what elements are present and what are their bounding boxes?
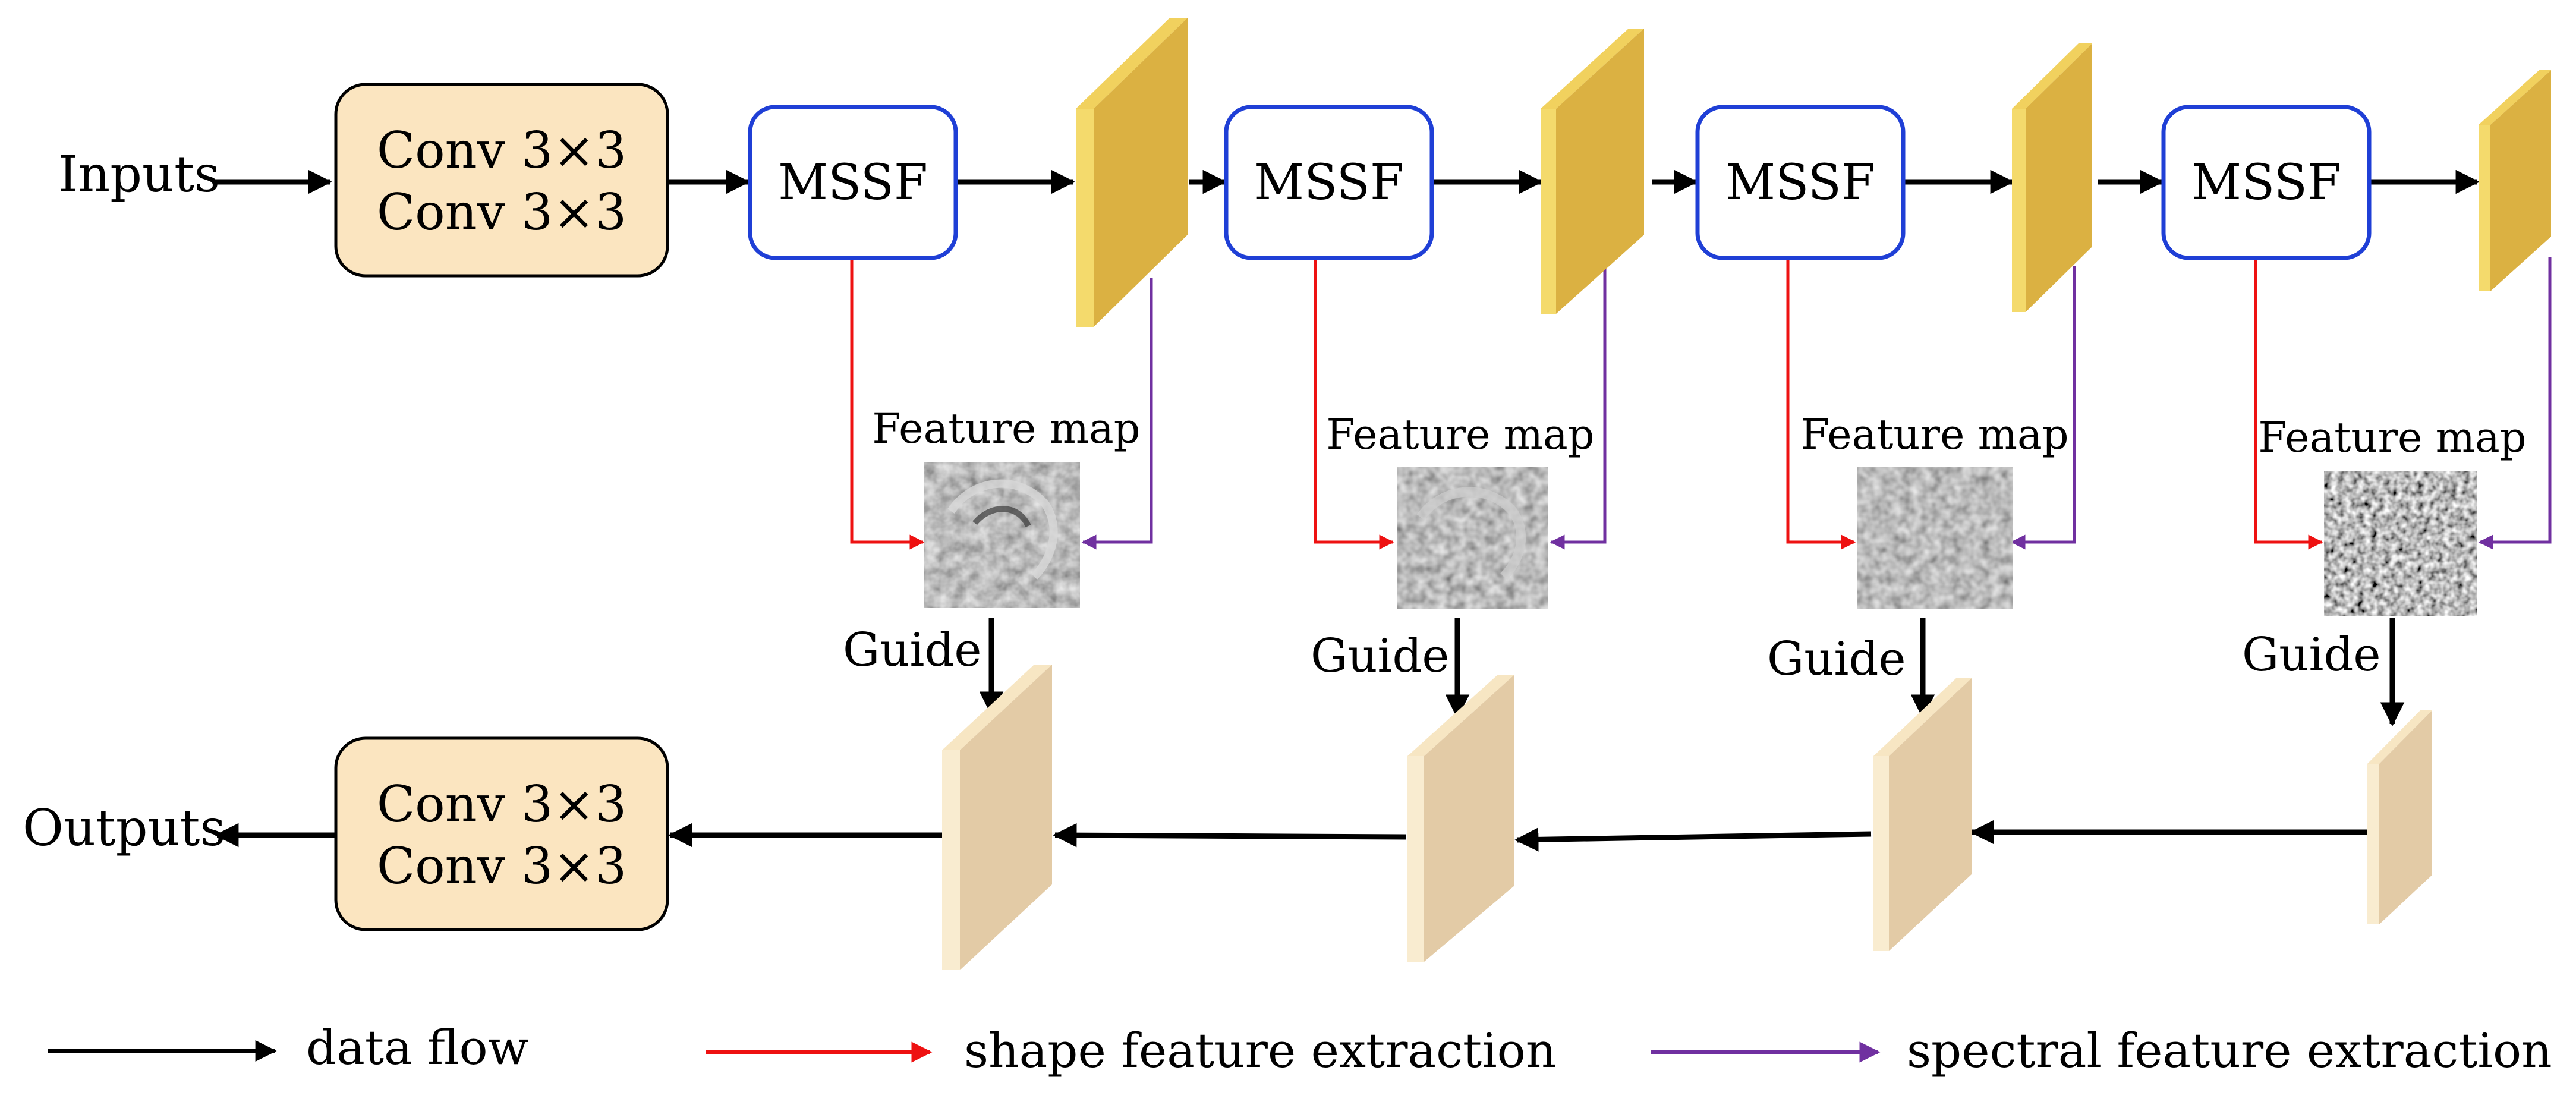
mssf-label: MSSF xyxy=(1725,155,1875,211)
decoder-slab-4 xyxy=(2367,710,2432,924)
inputs-label: Inputs xyxy=(58,145,220,203)
guide-label-2: Guide xyxy=(1311,629,1450,683)
slab-front xyxy=(2379,710,2432,924)
guide-label-4: Guide xyxy=(2242,628,2381,682)
mssf-label: MSSF xyxy=(2191,155,2341,211)
feature-map-label: Feature map xyxy=(1326,410,1594,459)
feature-map-image xyxy=(1857,467,2013,609)
shape-arrow-1 xyxy=(850,256,925,550)
arrow-dslab-2-to-dslab-1 xyxy=(1052,823,1406,848)
feature-map-3: Feature map xyxy=(1800,410,2069,609)
mssf-module-2: MSSF xyxy=(1224,105,1434,260)
feature-map-structure xyxy=(1416,487,1526,580)
slab-front xyxy=(1889,678,1972,951)
spectral-feature-arrows xyxy=(1081,257,2552,550)
spectral-arrow-3 xyxy=(2010,266,2076,550)
feature-map-label: Feature map xyxy=(2258,413,2526,462)
mssf-module-3: MSSF xyxy=(1695,105,1906,260)
spectral-arrow-4 xyxy=(2478,257,2552,550)
slab-left-edge xyxy=(1407,756,1424,962)
slab-left-edge xyxy=(1541,109,1556,314)
decoder-conv-line2: Conv 3×3 xyxy=(377,837,626,895)
slab-left-edge xyxy=(942,750,960,970)
mssf-box xyxy=(748,105,958,260)
slab-front xyxy=(2490,70,2551,291)
mssf-label: MSSF xyxy=(778,155,928,211)
arrow-dslab-3-to-dslab-2 xyxy=(1514,827,1872,852)
feature-map-2: Feature map xyxy=(1326,410,1595,609)
spectral-arrow-2 xyxy=(1550,266,1607,550)
encoder-slab-3 xyxy=(2012,43,2092,312)
encoder-conv-block: Conv 3×3 Conv 3×3 xyxy=(334,83,669,278)
shape-arrow-2 xyxy=(1314,256,1394,550)
encoder-conv-line2: Conv 3×3 xyxy=(377,183,626,241)
decoder-slab-1 xyxy=(942,665,1052,970)
mssf-module-1: MSSF xyxy=(748,105,958,260)
encoder-conv-box xyxy=(334,83,669,278)
slab-left-edge xyxy=(2367,764,2379,924)
slab-side xyxy=(2479,70,2551,125)
encoder-conv-line1: Conv 3×3 xyxy=(377,121,626,180)
data-flow-arrows xyxy=(213,169,2480,852)
mssf-module-4: MSSF xyxy=(2161,105,2372,260)
slab-front xyxy=(960,665,1052,970)
guide-label-3: Guide xyxy=(1767,632,1906,686)
slab-left-edge xyxy=(2479,125,2490,291)
legend-spectral-label: spectral feature extraction xyxy=(1907,1023,2552,1078)
feature-map-structure-inner xyxy=(972,506,1031,528)
shape-feature-arrows xyxy=(850,256,2323,550)
encoder-slab-1 xyxy=(1076,18,1188,327)
shape-arrow-4 xyxy=(2254,256,2323,550)
slab-left-edge xyxy=(2012,109,2026,312)
spectral-arrow-1 xyxy=(1081,278,1153,550)
encoder-slab-4 xyxy=(2479,70,2551,291)
feature-map-label: Feature map xyxy=(1800,410,2068,459)
slab-front xyxy=(1094,18,1188,327)
decoder-conv-block: Conv 3×3 Conv 3×3 xyxy=(334,736,669,931)
slab-side xyxy=(1407,675,1514,756)
mssf-box xyxy=(2161,105,2372,260)
encoder-slab-2 xyxy=(1541,29,1644,314)
slab-front xyxy=(1556,29,1644,314)
slab-side xyxy=(1076,18,1188,109)
mssf-box xyxy=(1224,105,1434,260)
decoder-slab-3 xyxy=(1873,678,1972,951)
slab-side xyxy=(1873,678,1972,756)
legend-shape-label: shape feature extraction xyxy=(964,1023,1556,1078)
slab-side xyxy=(1541,29,1644,109)
feature-map-1: Feature map xyxy=(872,404,1141,608)
slab-left-edge xyxy=(1076,109,1094,327)
decoder-slab-2 xyxy=(1407,675,1514,962)
slab-side xyxy=(942,665,1052,750)
feature-map-image xyxy=(2324,471,2477,616)
feature-map-4: Feature map xyxy=(2258,413,2527,616)
feature-map-label: Feature map xyxy=(872,404,1140,453)
decoder-conv-box xyxy=(334,736,669,931)
mssf-label: MSSF xyxy=(1254,155,1404,211)
shape-arrow-3 xyxy=(1786,256,1856,550)
decoder-conv-line1: Conv 3×3 xyxy=(377,775,626,833)
slab-front xyxy=(1424,675,1514,962)
slab-left-edge xyxy=(1873,756,1889,951)
legend-data-flow-label: data flow xyxy=(306,1020,528,1075)
slab-side xyxy=(2367,710,2432,764)
slab-side xyxy=(2012,43,2092,109)
guide-label-1: Guide xyxy=(843,624,982,677)
slab-front xyxy=(2026,43,2092,312)
outputs-label: Outputs xyxy=(23,799,225,857)
mssf-box xyxy=(1695,105,1906,260)
feature-map-structure xyxy=(947,479,1058,580)
legend: data flow shape feature extraction spect… xyxy=(48,1020,2552,1078)
